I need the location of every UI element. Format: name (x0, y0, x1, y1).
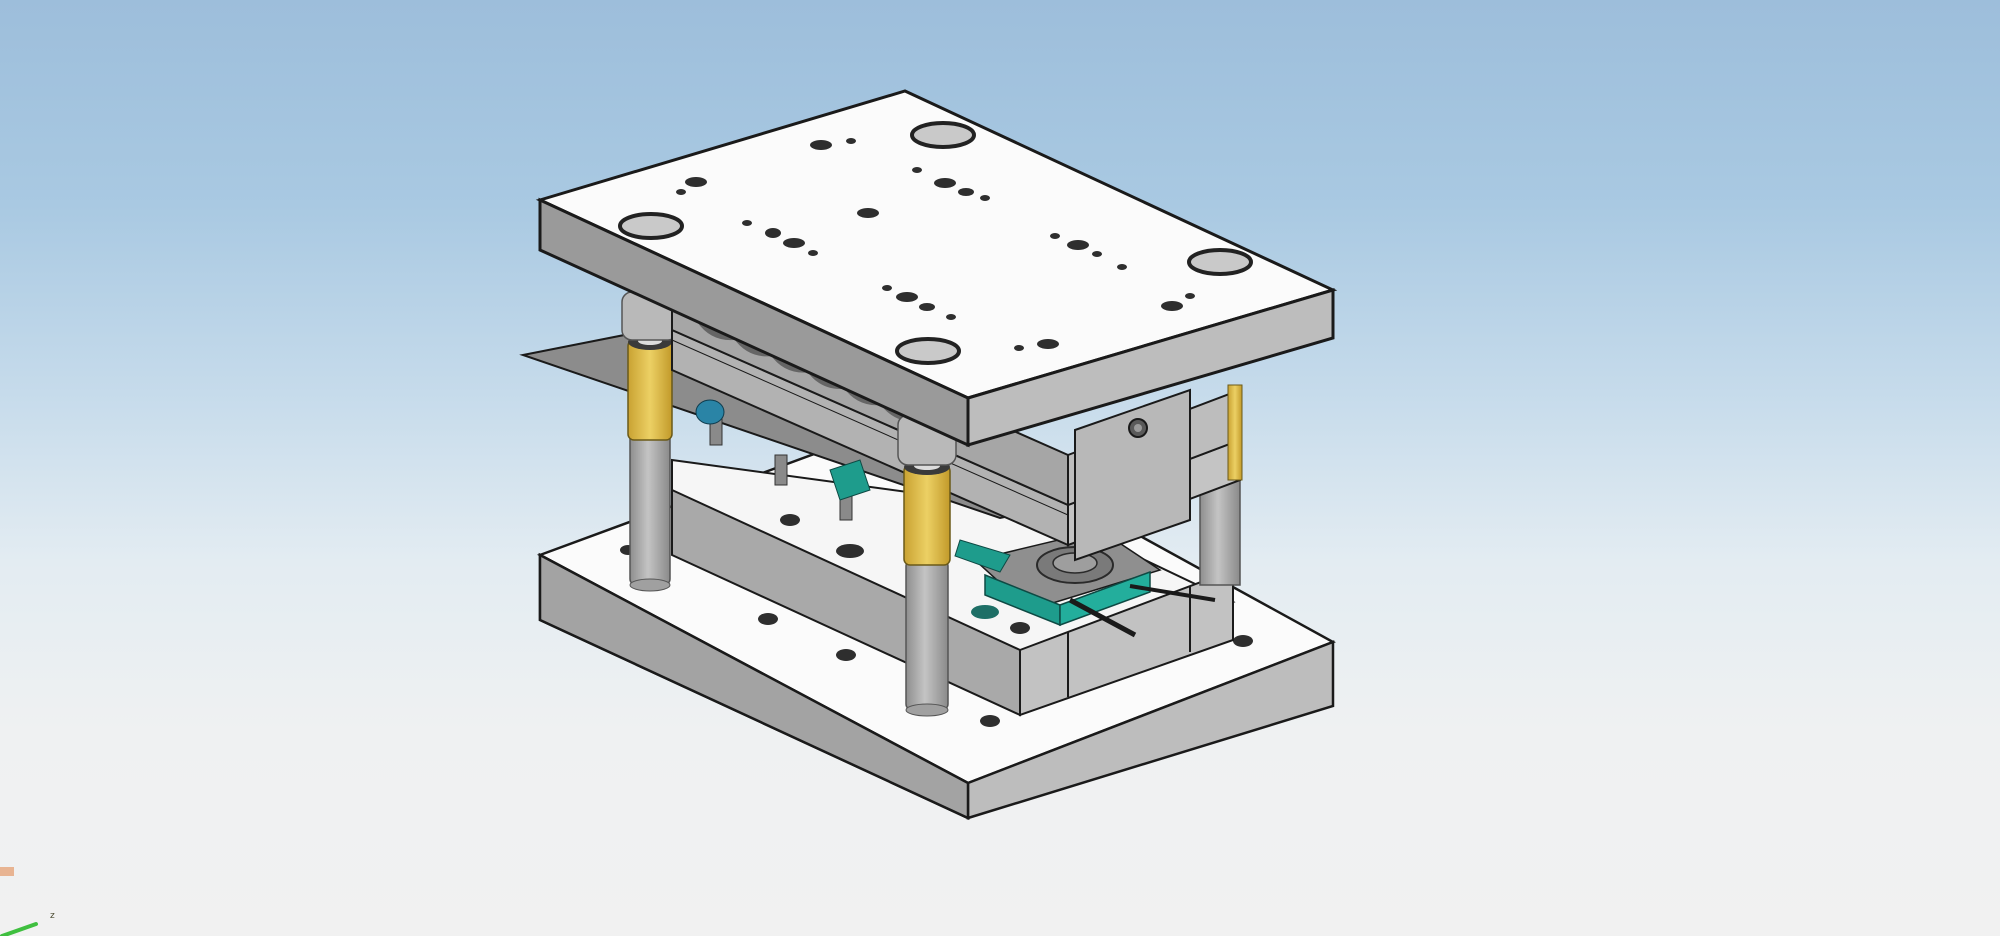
upper-die-shoe[interactable] (535, 89, 1338, 448)
small-holes (676, 138, 1195, 351)
y-axis-icon (0, 922, 38, 936)
guide-bushing (903, 459, 951, 566)
counterbore-holes (618, 121, 1253, 365)
z-axis-label: z (50, 911, 55, 921)
guide-post-left[interactable] (621, 291, 679, 592)
x-axis-icon (0, 867, 14, 876)
forming-insert[interactable] (954, 529, 1216, 638)
guide-post-front[interactable] (897, 414, 957, 717)
axis-triad[interactable] (0, 850, 90, 936)
guide-bushing (627, 334, 673, 441)
guide-bushing (1227, 384, 1243, 481)
